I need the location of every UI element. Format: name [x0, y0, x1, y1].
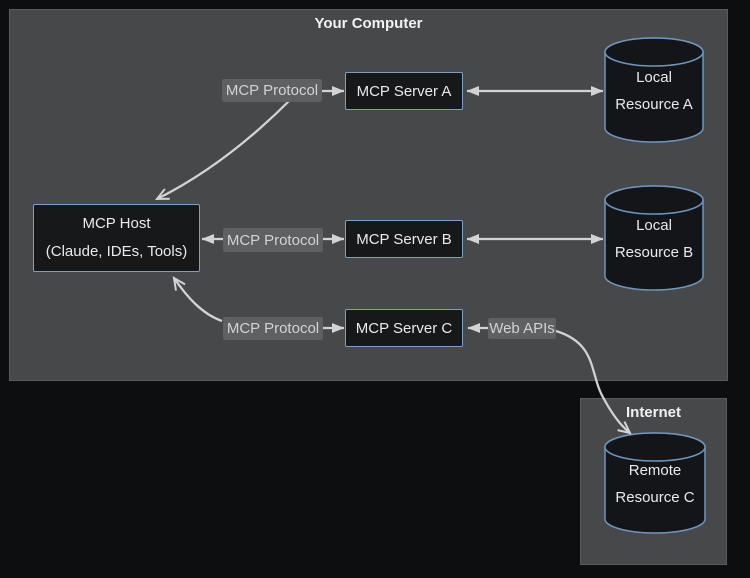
mcp-server-a-node: MCP Server A: [345, 72, 463, 110]
cylinder-local-resource-b: [604, 185, 704, 291]
mcp-protocol-label-a-text: MCP Protocol: [225, 82, 319, 99]
web-apis-label-text: Web APIs: [489, 320, 555, 337]
mcp-server-b-node: MCP Server B: [345, 220, 463, 258]
remote-resource-c-line1: Remote: [628, 462, 682, 479]
cylinder-local-resource-a: [604, 37, 704, 143]
mcp-server-c-label: MCP Server C: [355, 319, 453, 337]
local-resource-b-line1: Local: [636, 217, 672, 234]
mcp-host-subtitle: (Claude, IDEs, Tools): [45, 243, 188, 260]
local-resource-b-text: Local Resource B: [605, 212, 703, 266]
internet-title: Internet: [625, 404, 681, 421]
cylinder-remote-resource-c: [604, 432, 706, 534]
arrow-protocol-a-to-host: [154, 100, 290, 201]
mcp-server-c-node: MCP Server C: [345, 309, 463, 347]
mcp-host-node: MCP Host (Claude, IDEs, Tools): [33, 204, 200, 272]
local-resource-b-line2: Resource B: [614, 244, 694, 261]
mcp-server-a-label: MCP Server A: [356, 82, 452, 100]
local-resource-a-text: Local Resource A: [605, 64, 703, 118]
arrow-protocol-c-to-host: [172, 276, 223, 323]
mcp-server-b-label: MCP Server B: [356, 230, 452, 248]
mcp-protocol-label-c: MCP Protocol: [223, 317, 323, 340]
mcp-protocol-label-b: MCP Protocol: [223, 228, 323, 252]
mcp-protocol-label-a: MCP Protocol: [222, 79, 322, 102]
mcp-protocol-label-b-text: MCP Protocol: [226, 231, 320, 249]
remote-resource-c-text: Remote Resource C: [605, 457, 705, 511]
mcp-host-title: MCP Host: [82, 215, 151, 232]
local-resource-a-line1: Local: [636, 69, 672, 86]
web-apis-label: Web APIs: [488, 318, 556, 339]
remote-resource-c-line2: Resource C: [615, 489, 695, 506]
arrow-webapis-to-remote-resource-c: [555, 329, 632, 435]
your-computer-title: Your Computer: [314, 15, 423, 32]
mcp-protocol-label-c-text: MCP Protocol: [226, 320, 320, 337]
local-resource-a-line2: Resource A: [615, 96, 693, 113]
